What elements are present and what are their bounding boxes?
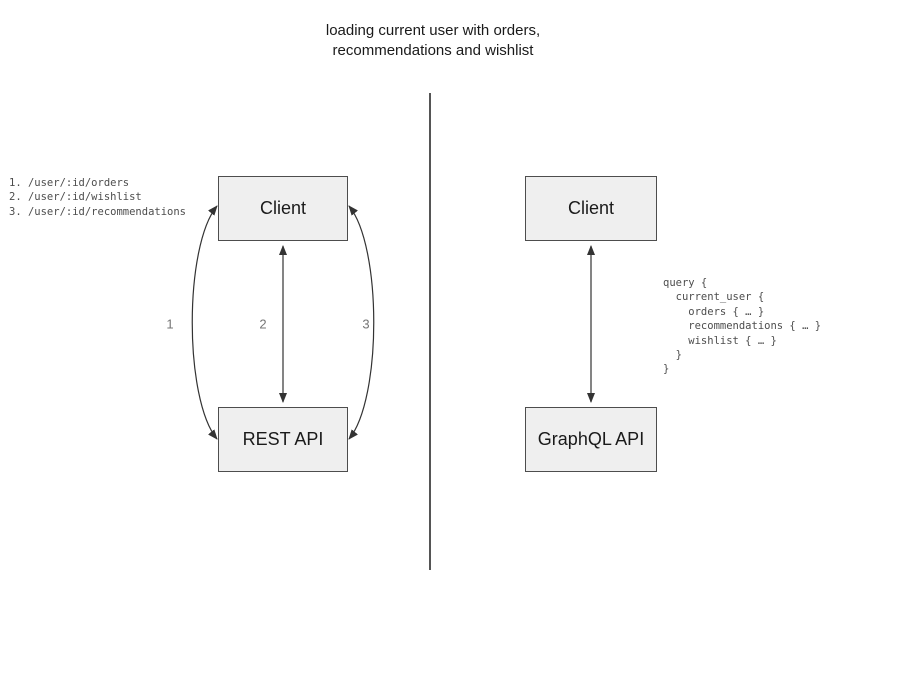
rest-client-label: Client [259, 198, 307, 218]
rest-arrow-label-2: 2 [259, 316, 267, 332]
rest-arrow-label-1: 1 [166, 316, 174, 332]
rest-api-label: REST API [242, 429, 324, 449]
rest-endpoint-orders: 1. /user/:id/orders [9, 177, 130, 189]
query-line-wishlist: wishlist { … } [663, 334, 777, 347]
graphql-api-box: GraphQL API [525, 407, 657, 472]
rest-api-box: REST API [218, 407, 348, 472]
rest-arrow-label-3: 3 [362, 316, 370, 332]
graphql-query-code: query { current_user { orders { … } reco… [663, 276, 821, 377]
rest-endpoint-wishlist: 2. /user/:id/wishlist [9, 191, 142, 204]
diagram-title-line2: recommendations and wishlist [332, 42, 534, 59]
panel-divider-line [429, 93, 431, 570]
query-line-current-user: current_user { [663, 291, 765, 304]
graphql-client-box: Client [525, 176, 657, 241]
query-line-recommendations: recommendations { … } [663, 320, 822, 333]
graphql-client-label: Client [567, 198, 615, 218]
rest-endpoint-recommendations: 3. /user/:id/recommendations [9, 205, 187, 218]
rest-client-box: Client [218, 176, 348, 241]
query-line-close-outer: } [663, 363, 670, 376]
diagram-title-line1: loading current user with orders, [325, 22, 541, 39]
query-line-close-inner: } [663, 349, 682, 362]
query-line-orders: orders { … } [663, 305, 765, 318]
graphql-api-label: GraphQL API [537, 429, 645, 449]
rest-arrow-3 [348, 205, 375, 440]
diagram-title: loading current user with orders, recomm… [133, 21, 733, 61]
rest-arrow-1 [191, 205, 218, 440]
rest-endpoint-list: 1. /user/:id/orders 2. /user/:id/wishlis… [9, 176, 186, 219]
query-line-open: query { [663, 277, 708, 289]
